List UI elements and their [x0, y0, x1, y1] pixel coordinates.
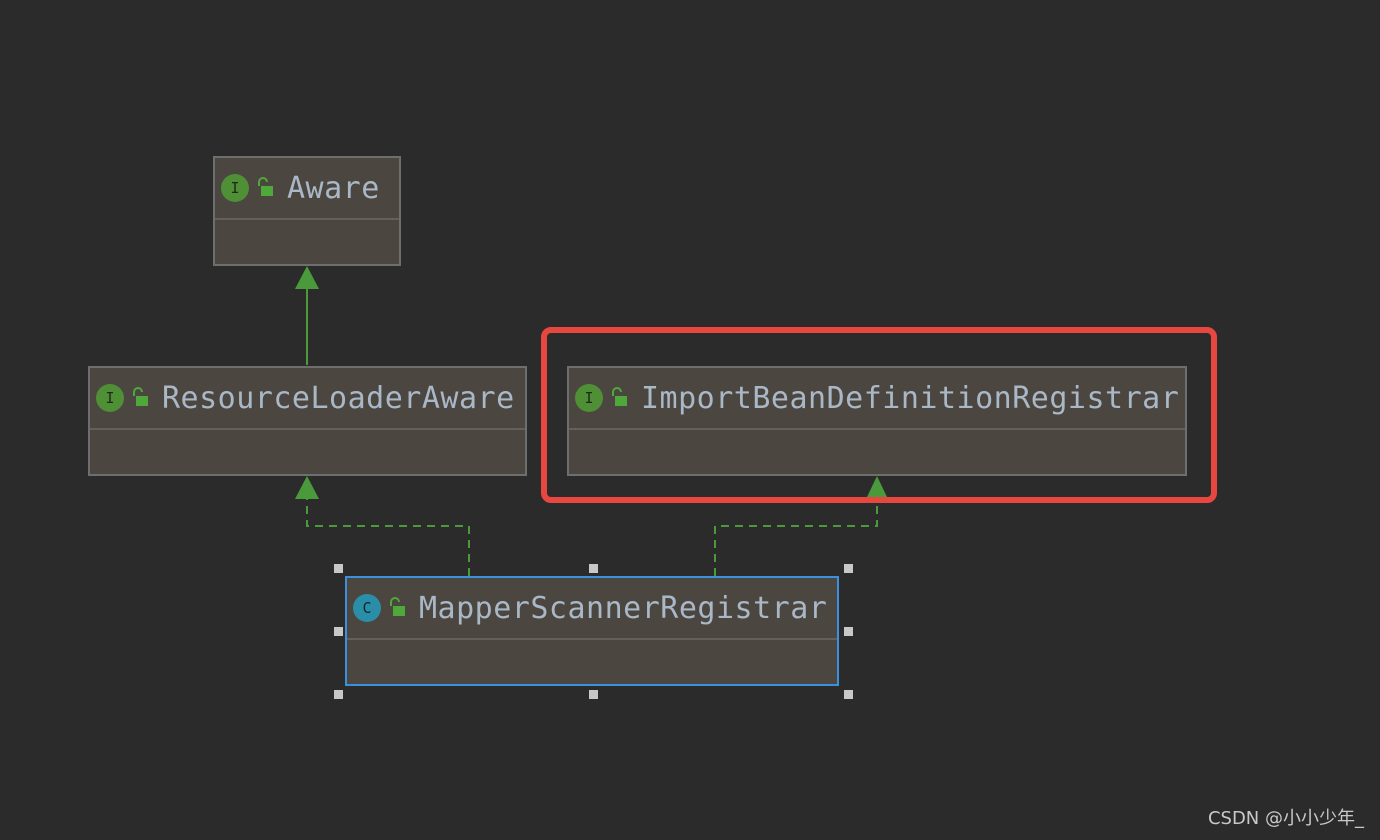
unlocked-padlock-icon [133, 387, 148, 406]
node-resourceloaderaware-body [90, 430, 525, 474]
node-resourceloaderaware-name: ResourceLoaderAware [162, 380, 515, 416]
watermark: CSDN @小小少年_ [1207, 808, 1364, 829]
edge-mapperscannerregistrar-implements-resourceloaderaware [306, 499, 470, 576]
node-aware-header: I Aware [215, 158, 399, 220]
node-importbeandefinitionregistrar-name: ImportBeanDefinitionRegistrar [641, 380, 1180, 416]
resize-handle-right[interactable] [844, 627, 853, 636]
interface-badge-icon: I [575, 384, 603, 412]
edge-arrowhead-importbeandefinitionregistrar [867, 476, 887, 497]
node-aware[interactable]: I Aware [213, 156, 401, 266]
interface-badge-icon: I [221, 174, 249, 202]
node-resourceloaderaware[interactable]: I ResourceLoaderAware [88, 366, 527, 476]
node-aware-name: Aware [287, 170, 380, 206]
class-badge-icon: C [353, 594, 381, 622]
edge-mapperscannerregistrar-implements-importbeandefinitionregistrar [714, 497, 878, 576]
resize-handle-bottom-right[interactable] [844, 690, 853, 699]
interface-badge-icon: I [96, 384, 124, 412]
unlocked-padlock-icon [258, 177, 273, 196]
node-resourceloaderaware-header: I ResourceLoaderAware [90, 368, 525, 430]
node-mapperscannerregistrar[interactable]: C MapperScannerRegistrar [345, 576, 839, 686]
node-mapperscannerregistrar-name: MapperScannerRegistrar [419, 590, 828, 626]
node-importbeandefinitionregistrar-header: I ImportBeanDefinitionRegistrar [569, 368, 1185, 430]
resize-handle-bottom-left[interactable] [334, 690, 343, 699]
node-mapperscannerregistrar-header: C MapperScannerRegistrar [347, 578, 837, 640]
highlight-annotation-box [541, 327, 1217, 503]
resize-handle-top-left[interactable] [334, 564, 343, 573]
resize-handle-top-right[interactable] [844, 564, 853, 573]
node-importbeandefinitionregistrar[interactable]: I ImportBeanDefinitionRegistrar [567, 366, 1187, 476]
resize-handle-left[interactable] [334, 627, 343, 636]
unlocked-padlock-icon [612, 387, 627, 406]
node-mapperscannerregistrar-body [347, 640, 837, 684]
edge-arrowhead-aware [295, 266, 319, 289]
node-aware-body [215, 220, 399, 264]
unlocked-padlock-icon [390, 597, 405, 616]
resize-handle-top[interactable] [589, 564, 598, 573]
resize-handle-bottom[interactable] [589, 690, 598, 699]
edge-arrowhead-resourceloaderaware [295, 476, 319, 499]
